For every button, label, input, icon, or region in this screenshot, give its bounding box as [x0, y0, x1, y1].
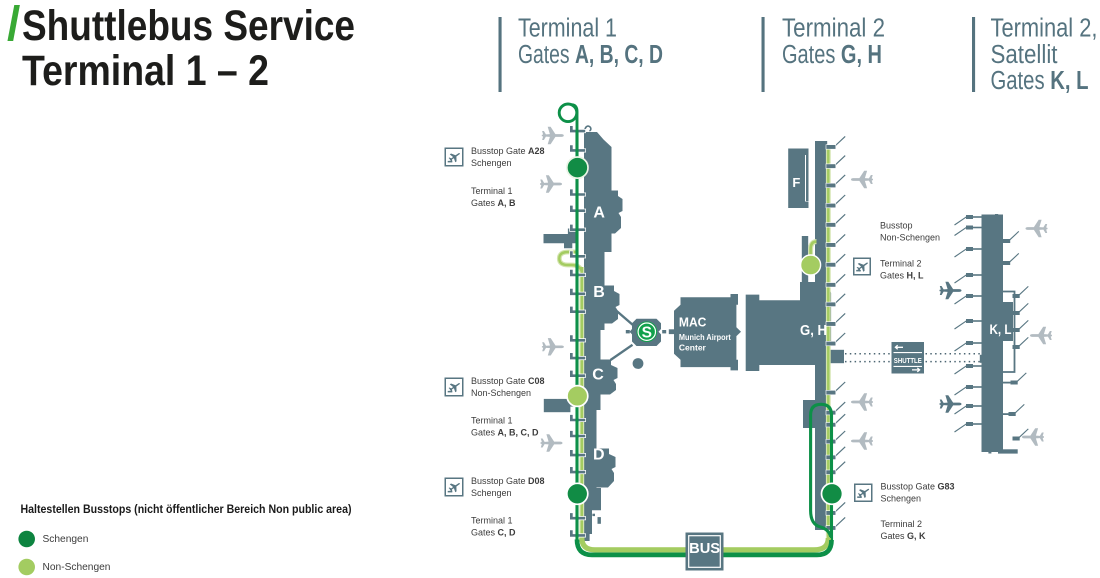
- svg-text:B: B: [593, 284, 605, 301]
- svg-text:K, L: K, L: [990, 322, 1012, 337]
- svg-text:Schengen: Schengen: [43, 534, 89, 545]
- svg-text:Shuttlebus Service: Shuttlebus Service: [22, 2, 355, 50]
- svg-text:Terminal 1: Terminal 1: [471, 515, 513, 525]
- svg-text:Center: Center: [679, 342, 707, 352]
- svg-text:BUS: BUS: [689, 541, 720, 557]
- svg-text:Schengen: Schengen: [881, 494, 922, 504]
- svg-text:Gates A, B, C, D: Gates A, B, C, D: [471, 427, 539, 437]
- svg-text:S: S: [642, 325, 652, 342]
- svg-text:Terminal 1 – 2: Terminal 1 – 2: [22, 47, 269, 95]
- svg-text:Busstop Gate G83: Busstop Gate G83: [881, 482, 955, 492]
- svg-text:Schengen: Schengen: [471, 158, 512, 168]
- svg-text:Gates C, D: Gates C, D: [471, 527, 516, 537]
- svg-text:Busstop: Busstop: [880, 220, 913, 230]
- svg-text:Gates K, L: Gates K, L: [991, 67, 1089, 95]
- svg-text:Terminal 2,: Terminal 2,: [991, 14, 1098, 42]
- svg-text:Busstop Gate A28: Busstop Gate A28: [471, 146, 545, 156]
- svg-text:Gates G, H: Gates G, H: [782, 41, 882, 69]
- svg-text:Gates G, K: Gates G, K: [881, 531, 927, 541]
- svg-text:Terminal 1: Terminal 1: [471, 186, 513, 196]
- svg-text:A: A: [593, 205, 605, 222]
- svg-text:Terminal 2: Terminal 2: [782, 14, 885, 42]
- svg-text:MAC: MAC: [679, 315, 707, 330]
- svg-text:Gates H, L: Gates H, L: [880, 271, 924, 281]
- svg-text:Non-Schengen: Non-Schengen: [880, 232, 940, 242]
- svg-text:Gates A, B, C, D: Gates A, B, C, D: [518, 41, 663, 69]
- svg-text:D: D: [593, 447, 605, 464]
- svg-text:C: C: [592, 367, 604, 384]
- svg-text:Terminal 1: Terminal 1: [471, 415, 513, 425]
- svg-text:/: /: [7, 0, 20, 51]
- svg-text:Busstop Gate C08: Busstop Gate C08: [471, 376, 545, 386]
- svg-text:Terminal 2: Terminal 2: [880, 259, 922, 269]
- svg-text:Haltestellen Busstops (nicht ö: Haltestellen Busstops (nicht öffentliche…: [21, 502, 352, 516]
- svg-text:Satellit: Satellit: [991, 41, 1058, 69]
- svg-text:SHUTTLE: SHUTTLE: [894, 356, 922, 365]
- svg-text:Non-Schengen: Non-Schengen: [43, 562, 111, 573]
- svg-text:F: F: [792, 175, 800, 190]
- svg-text:Non-Schengen: Non-Schengen: [471, 388, 531, 398]
- svg-text:Busstop Gate D08: Busstop Gate D08: [471, 476, 545, 486]
- svg-text:Gates A, B: Gates A, B: [471, 198, 516, 208]
- svg-text:Schengen: Schengen: [471, 488, 512, 498]
- svg-text:Munich Airport: Munich Airport: [679, 332, 731, 342]
- svg-text:Terminal 2: Terminal 2: [881, 519, 923, 529]
- svg-text:G, H: G, H: [800, 323, 827, 339]
- svg-text:Terminal 1: Terminal 1: [518, 14, 617, 42]
